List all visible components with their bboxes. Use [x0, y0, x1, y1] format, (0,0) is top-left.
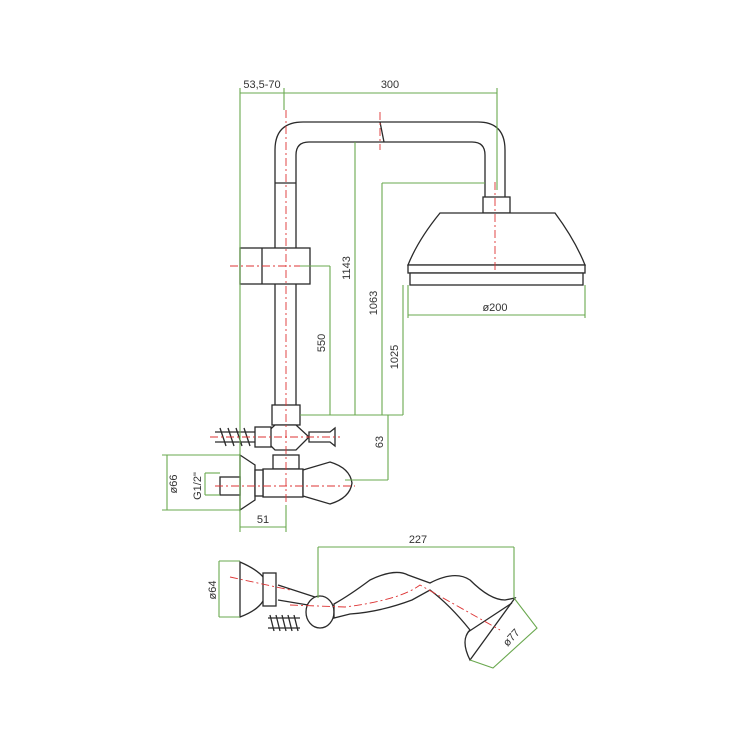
riser-pipe — [274, 121, 506, 405]
dim-thread: G1/2" — [192, 472, 204, 500]
dim-total-height: 1143 — [341, 256, 353, 280]
dim-wall-flange-diameter: ø66 — [168, 475, 180, 494]
diverter-valve — [215, 404, 353, 512]
centerlines — [210, 110, 501, 631]
dim-hand-shower-length: 227 — [409, 534, 427, 546]
shower-head — [407, 196, 586, 286]
dim-arm-offset: 53,5-70 — [243, 79, 280, 91]
dim-holder-diameter: ø64 — [207, 581, 219, 600]
dim-valve-offset: 63 — [374, 436, 386, 448]
dim-head-height-top: 1063 — [368, 291, 380, 315]
dim-hand-head-diameter: ø77 — [501, 627, 523, 649]
hand-shower — [239, 561, 517, 662]
dim-head-diameter: ø200 — [482, 302, 507, 314]
dim-head-height-bottom: 1025 — [389, 345, 401, 369]
dim-arm-length: 300 — [381, 79, 399, 91]
dim-slider-height: 550 — [316, 334, 328, 352]
dim-wall-depth: 51 — [257, 514, 269, 526]
dimension-lines — [162, 88, 586, 669]
